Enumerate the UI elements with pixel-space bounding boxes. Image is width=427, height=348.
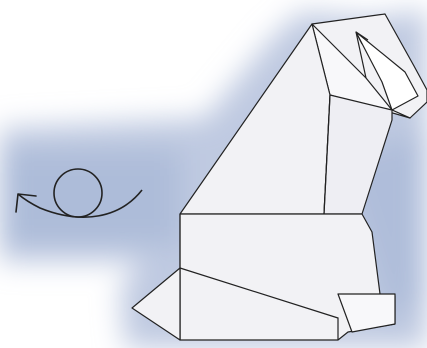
origami-diagram — [0, 0, 427, 348]
diagram-canvas — [0, 0, 427, 348]
